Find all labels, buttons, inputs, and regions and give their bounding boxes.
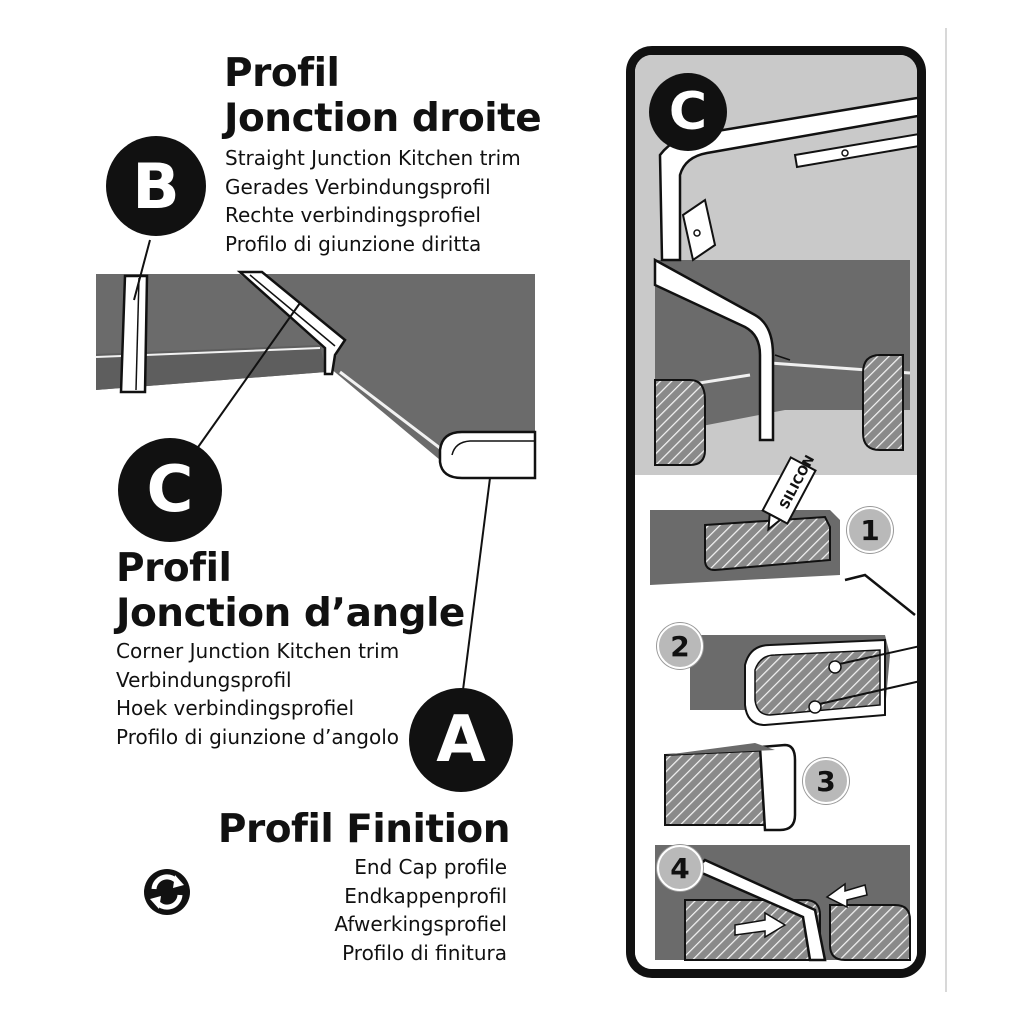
- step-badge-3: 3: [803, 758, 849, 804]
- profile-c-descriptions: Corner Junction Kitchen trim Verbindungs…: [116, 637, 399, 751]
- worktop-right: [262, 274, 535, 460]
- profile-b-title-1: Profil: [224, 51, 340, 96]
- profile-a-line-it: Profilo di finitura: [342, 940, 507, 965]
- profile-a-line-nl: Afwerkingsprofiel: [334, 912, 507, 936]
- profile-c-line-en: Corner Junction Kitchen trim: [116, 639, 400, 663]
- corner-junction-c: [236, 270, 347, 376]
- step-badge-4: 4: [657, 845, 703, 891]
- profile-b-line-de: Gerades Verbindungsprofil: [225, 174, 491, 199]
- badge-b: B: [106, 136, 206, 236]
- vertical-divider: [945, 28, 947, 992]
- recycle-icon: [142, 867, 192, 917]
- profile-b-line-en: Straight Junction Kitchen trim: [225, 146, 521, 170]
- badge-a: A: [409, 688, 513, 792]
- panel-badge-c: C: [649, 73, 727, 151]
- step-badge-1: 1: [847, 507, 893, 553]
- profile-c-line-it: Profilo di giunzione d’angolo: [116, 724, 400, 749]
- profile-c-line-nl: Hoek verbindingsprofiel: [116, 696, 355, 720]
- step-badge-2: 2: [657, 623, 703, 669]
- worktop-left-edge: [96, 345, 326, 390]
- profile-a-title: Profil Finition: [217, 807, 511, 852]
- profile-c-line-de: Verbindungsprofil: [116, 667, 292, 692]
- profile-a-line-de: Endkappenprofil: [344, 883, 507, 908]
- straight-junction-b: [119, 274, 149, 394]
- profile-b-line-nl: Rechte verbindingsprofiel: [225, 203, 481, 227]
- worktop-illustration: [95, 239, 537, 691]
- badge-c: C: [118, 438, 222, 542]
- instruction-panel: SILICON C 1 2 3 4: [626, 46, 926, 978]
- profile-c-title-2: Jonction d’angle: [116, 591, 465, 636]
- profile-a-descriptions: End Cap profile Endkappenprofil Afwerkin…: [334, 853, 507, 967]
- profile-c-title-1: Profil: [116, 546, 232, 591]
- profile-b-line-it: Profilo di giunzione diritta: [225, 231, 482, 256]
- end-cap-profile-a: [438, 430, 537, 480]
- profile-a-line-en: End Cap profile: [354, 855, 507, 879]
- profile-b-title-2: Jonction droite: [224, 96, 542, 141]
- profile-b-descriptions: Straight Junction Kitchen trim Gerades V…: [225, 144, 521, 258]
